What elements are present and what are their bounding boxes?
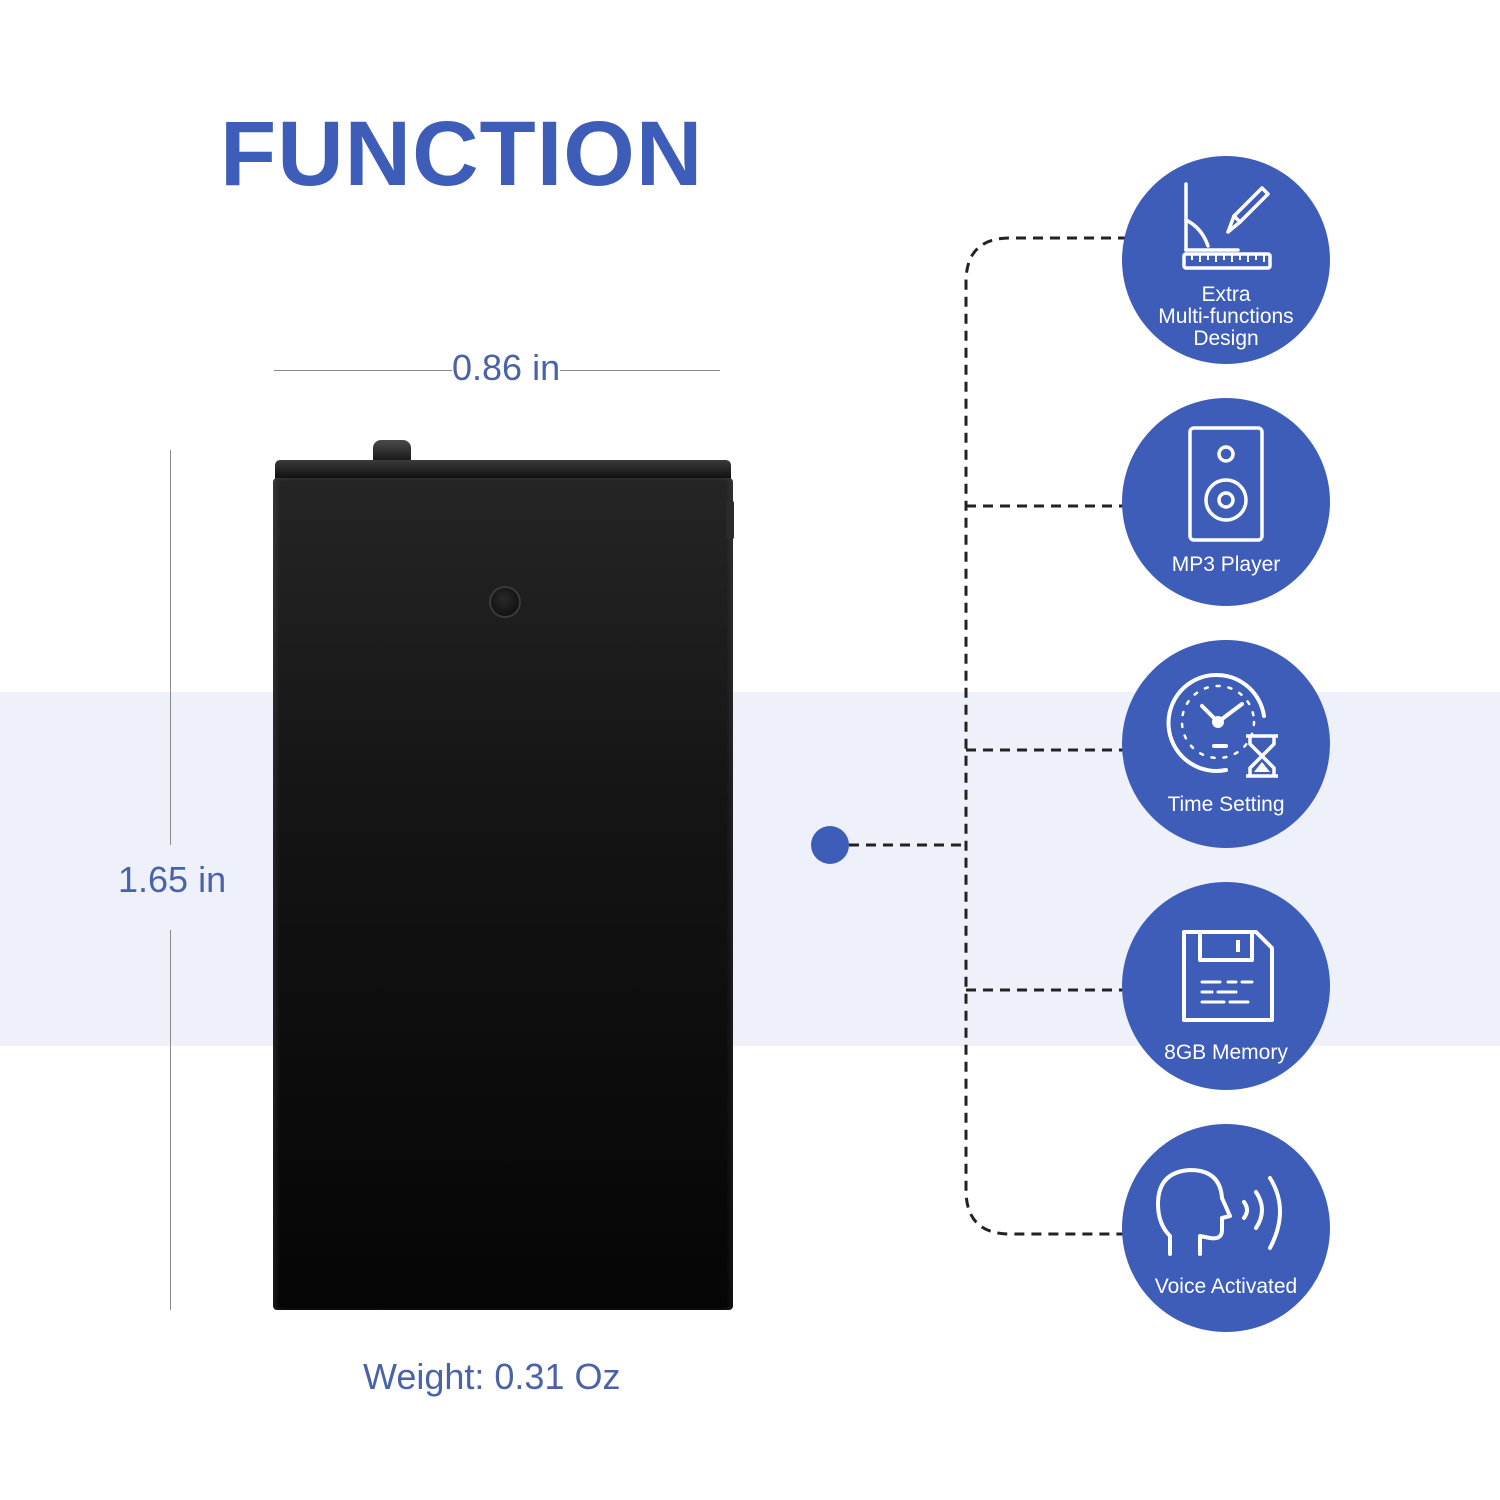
- feature-label: Extra Multi-functions Design: [1122, 284, 1330, 350]
- page-title: FUNCTION: [220, 103, 704, 205]
- device-side-switch: [726, 500, 734, 540]
- feature-label: 8GB Memory: [1164, 1041, 1288, 1064]
- feature-extra-multi-functions: Extra Multi-functions Design: [1122, 156, 1330, 364]
- height-dimension-line-top: [170, 450, 171, 845]
- hub-dot: [811, 826, 849, 864]
- height-dimension-line-bottom: [170, 930, 171, 1310]
- feature-label: Voice Activated: [1154, 1275, 1298, 1298]
- feature-time-setting: Time Setting: [1122, 640, 1330, 848]
- feature-mp3-player: MP3 Player: [1122, 398, 1330, 606]
- feature-voice-activated: Voice Activated: [1122, 1124, 1330, 1332]
- width-label: 0.86 in: [452, 347, 561, 388]
- ruler-pen-icon: [1182, 182, 1272, 270]
- floppy-disk-icon: [1182, 930, 1274, 1022]
- connector-trunk: [964, 236, 1128, 1236]
- feature-label: MP3 Player: [1171, 553, 1281, 576]
- width-dimension-line-left: [274, 370, 452, 371]
- width-dimension-line-right: [560, 370, 720, 371]
- clock-hourglass-icon: [1166, 672, 1278, 778]
- device-record-button: [489, 586, 521, 618]
- feature-label-line: Design: [1193, 327, 1259, 350]
- speaker-icon: [1188, 426, 1264, 542]
- height-label: 1.65 in: [118, 859, 227, 900]
- weight-label: Weight: 0.31 Oz: [363, 1356, 621, 1397]
- device-top-cap: [275, 460, 731, 480]
- feature-label-line: Extra: [1201, 283, 1251, 306]
- feature-label-line: Multi-functions: [1158, 305, 1294, 328]
- feature-label: Time Setting: [1167, 793, 1285, 816]
- voice-head-icon: [1156, 1168, 1282, 1256]
- feature-8gb-memory: 8GB Memory: [1122, 882, 1330, 1090]
